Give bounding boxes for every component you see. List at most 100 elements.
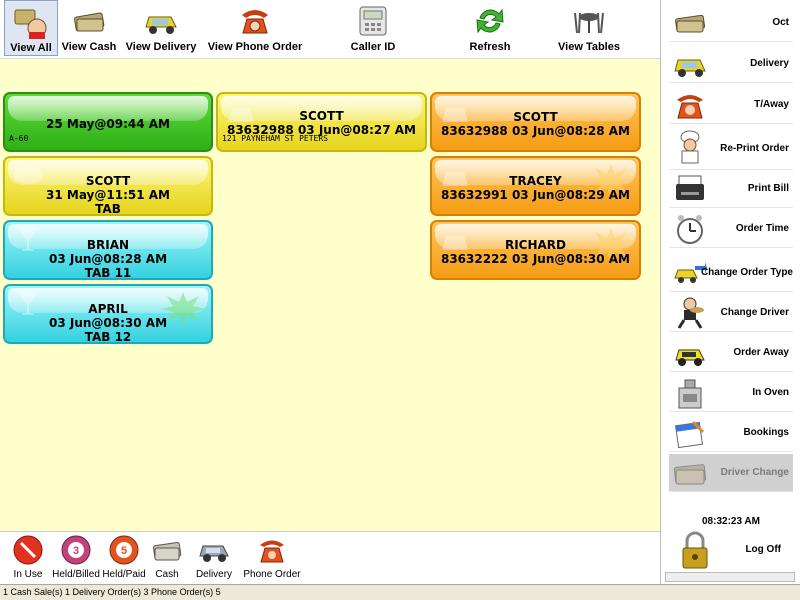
delivery-car-icon — [145, 16, 177, 34]
order-name: SCOTT — [85, 174, 131, 188]
order-tile[interactable]: BRIAN 03 Jun@08:28 AM TAB 11 — [3, 220, 213, 280]
legend-in-use[interactable]: In Use — [8, 534, 48, 580]
order-tile[interactable]: TRACEY 83632991 03 Jun@08:29 AM — [430, 156, 641, 216]
held-billed-count: 3 — [73, 545, 79, 557]
order-name: SCOTT — [513, 110, 558, 124]
order-tile[interactable]: SCOTT 83632988 03 Jun@08:27 AM 121 PAYNE… — [216, 92, 427, 152]
tile-gloss — [8, 224, 208, 250]
held-paid-count: 5 — [121, 545, 127, 557]
legend-label: In Use — [13, 569, 43, 580]
new-badge-icon — [589, 228, 633, 262]
delivery-car-icon — [199, 545, 229, 562]
glass-icon — [17, 227, 39, 251]
order-sub: A-60 — [9, 134, 29, 143]
view-all-button[interactable]: View All — [4, 0, 58, 56]
printer-icon — [676, 175, 704, 200]
sidebar-item-driver-change[interactable]: Driver Change — [669, 454, 793, 492]
order-date: 31 May@11:51 AM — [46, 188, 170, 202]
caller-id-icon — [359, 6, 387, 36]
phone-icon — [442, 236, 468, 250]
status-bar: 1 Cash Sale(s) 1 Delivery Order(s) 3 Pho… — [0, 584, 800, 600]
sidebar-item-oct[interactable]: Oct — [669, 4, 793, 42]
refresh-label: Refresh — [469, 41, 511, 53]
phone-icon — [260, 540, 284, 563]
tile-gloss — [221, 96, 422, 122]
phone-icon — [442, 172, 468, 186]
sidebar-item-label: In Oven — [752, 387, 789, 398]
legend-delivery[interactable]: Delivery — [192, 534, 236, 580]
calendar-icon — [675, 420, 705, 449]
log-off-button[interactable]: Log Off — [669, 530, 793, 570]
order-phone-date: 83632222 03 Jun@08:30 AM — [440, 252, 630, 266]
sidebar-item-label: Delivery — [750, 58, 789, 69]
sidebar-item-label: Driver Change — [720, 467, 789, 478]
legend-label: Held/Billed — [52, 569, 100, 580]
tile-gloss — [435, 96, 636, 122]
legend-label: Held/Paid — [102, 569, 146, 580]
order-name: SCOTT — [299, 109, 344, 123]
car-away-icon — [675, 349, 705, 366]
view-phone-order-button[interactable]: View Phone Order — [204, 0, 306, 56]
sidebar-item-change-driver[interactable]: Change Driver — [669, 294, 793, 332]
sidebar-item-in-oven[interactable]: In Oven — [669, 374, 793, 412]
phone-icon — [677, 95, 703, 119]
sidebar-item-label: Change Driver — [720, 307, 789, 318]
order-tile[interactable]: 25 May@09:44 AM A-60 — [3, 92, 213, 152]
sidebar-item-reprint-order[interactable]: Re-Print Order — [669, 128, 793, 170]
sidebar-scrollbar[interactable] — [665, 572, 795, 582]
sidebar-item-delivery[interactable]: Delivery — [669, 45, 793, 83]
sidebar-item-label: Print Bill — [747, 183, 789, 194]
status-legend: In Use 3 Held/Billed 5 Held/Paid Cash De… — [0, 531, 660, 584]
order-tile[interactable]: SCOTT 31 May@11:51 AM TAB — [3, 156, 213, 216]
sidebar-item-takeaway[interactable]: T/Away — [669, 86, 793, 124]
view-tables-button[interactable]: View Tables — [552, 0, 626, 56]
view-all-label: View All — [10, 42, 52, 54]
view-delivery-button[interactable]: View Delivery — [122, 0, 200, 56]
order-tile[interactable]: APRIL 03 Jun@08:30 AM TAB 12 — [3, 284, 213, 344]
orders-area: 25 May@09:44 AM A-60 SCOTT 31 May@11:51 … — [0, 59, 660, 531]
legend-held-billed[interactable]: 3 Held/Billed — [52, 534, 100, 580]
sidebar-item-order-time[interactable]: Order Time — [669, 210, 793, 248]
order-tile[interactable]: RICHARD 83632222 03 Jun@08:30 AM — [430, 220, 641, 280]
sidebar-item-label: Order Time — [735, 223, 789, 234]
legend-label: Cash — [155, 569, 179, 580]
order-date: 25 May@09:44 AM — [46, 117, 170, 131]
cash-icon — [675, 14, 706, 33]
order-address: 121 PAYNEHAM ST PETERS — [222, 134, 328, 143]
refresh-button[interactable]: Refresh — [462, 0, 518, 56]
clock-display: 08:32:23 AM — [702, 516, 760, 527]
legend-label: Phone Order — [243, 569, 301, 580]
sidebar-item-bookings[interactable]: Bookings — [669, 414, 793, 452]
order-tile[interactable]: SCOTT 83632988 03 Jun@08:28 AM — [430, 92, 641, 152]
delivery-car-icon — [674, 59, 706, 77]
order-phone-date: 83632988 03 Jun@08:27 AM — [226, 123, 416, 137]
view-phone-order-label: View Phone Order — [207, 41, 303, 53]
order-table: TAB 12 — [84, 330, 132, 344]
sidebar-item-label: Re-Print Order — [720, 143, 789, 154]
order-table: TAB — [95, 202, 121, 216]
sidebar-item-change-order-type[interactable]: Change Order Type — [669, 254, 793, 292]
order-phone-date: 83632988 03 Jun@08:28 AM — [440, 124, 630, 138]
tile-gloss — [8, 96, 208, 122]
all-icon — [14, 9, 47, 39]
order-table: TAB 11 — [84, 266, 132, 280]
legend-label: Delivery — [195, 569, 233, 580]
sidebar-item-label: Order Away — [733, 347, 789, 358]
legend-phone-order[interactable]: Phone Order — [242, 534, 302, 580]
tile-gloss — [8, 160, 208, 186]
phone-icon — [228, 108, 254, 122]
order-phone-date: 83632991 03 Jun@08:29 AM — [440, 188, 630, 202]
oven-icon — [678, 379, 702, 409]
refresh-icon — [476, 8, 504, 34]
sidebar-item-order-away[interactable]: Order Away — [669, 334, 793, 372]
driver-icon — [677, 297, 704, 329]
cash-icon — [73, 12, 105, 32]
sidebar-item-print-bill[interactable]: Print Bill — [669, 170, 793, 208]
order-name: APRIL — [88, 302, 128, 316]
glass-icon — [17, 291, 39, 315]
caller-id-button[interactable]: Caller ID — [340, 0, 406, 56]
view-cash-button[interactable]: View Cash — [60, 0, 118, 56]
legend-cash[interactable]: Cash — [150, 534, 184, 580]
legend-held-paid[interactable]: 5 Held/Paid — [102, 534, 146, 580]
sidebar-item-label: Bookings — [743, 427, 789, 438]
